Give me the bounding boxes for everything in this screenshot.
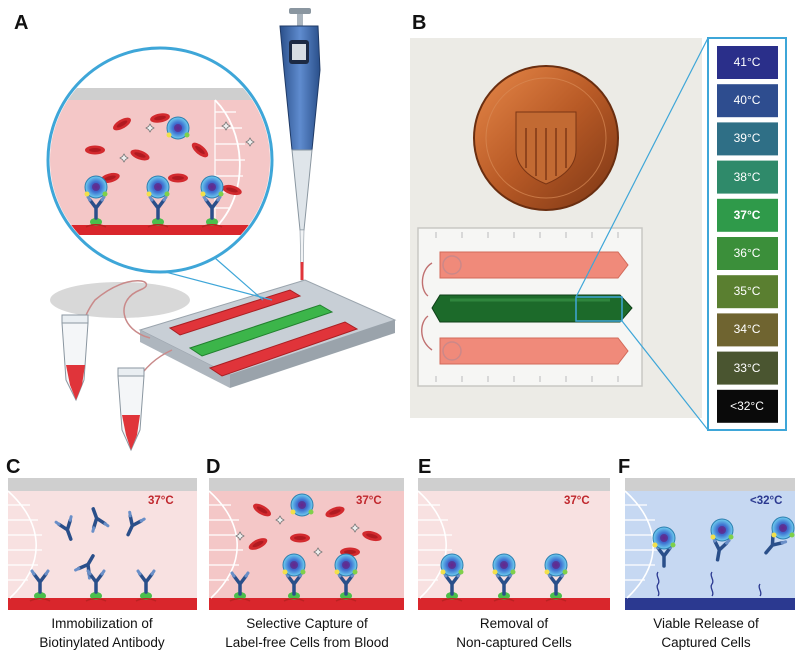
caption-c-line2: Biotinylated Antibody — [39, 635, 165, 650]
sample-tube-1 — [61, 314, 89, 402]
temp-label-f: <32°C — [750, 495, 783, 507]
channel-red-2 — [208, 321, 359, 377]
scale-swatch — [717, 84, 778, 118]
panel-letter-a: A — [14, 12, 29, 34]
caption-d-line1: Selective Capture of — [246, 616, 368, 631]
caption-d-line2: Label-free Cells from Blood — [225, 635, 389, 650]
panel-c — [7, 478, 197, 610]
scale-swatch — [717, 46, 778, 79]
temp-label-d: 37°C — [356, 495, 382, 507]
photo-channel-bottom — [439, 337, 629, 365]
scale-swatch-label: 39°C — [733, 131, 761, 146]
temp-label-c: 37°C — [148, 495, 174, 507]
scale-swatch — [717, 122, 778, 156]
panel-e — [417, 478, 610, 610]
panel-letter-e: E — [418, 456, 432, 478]
photo-channel-green — [431, 294, 633, 323]
scale-swatch-label: 37°C — [733, 207, 761, 222]
scale-swatch — [717, 351, 778, 385]
caption-f-line1: Viable Release of — [653, 616, 759, 631]
scale-swatch — [717, 237, 778, 270]
panel-letter-b: B — [412, 12, 427, 34]
caption-c: Immobilization of Biotinylated Antibody — [2, 614, 202, 652]
channel-red-1 — [168, 289, 302, 336]
scale-swatch-label: 36°C — [733, 246, 761, 260]
scale-swatch-label: 35°C — [733, 284, 761, 299]
scale-swatch-label: 41°C — [733, 55, 761, 69]
pipette — [279, 8, 321, 281]
caption-c-line1: Immobilization of — [51, 616, 153, 631]
panel-a — [46, 8, 397, 452]
caption-f-line2: Captured Cells — [661, 635, 751, 650]
scale-swatch-label: <32°C — [730, 398, 764, 413]
photo-channel-top — [439, 251, 629, 279]
temp-label-e: 37°C — [564, 495, 590, 507]
sample-tube-2 — [117, 367, 145, 452]
panel-letter-f: F — [618, 456, 631, 478]
scale-swatch — [717, 198, 778, 232]
caption-f: Viable Release of Captured Cells — [614, 614, 798, 652]
panel-letter-c: C — [6, 456, 21, 478]
caption-e-line2: Non-captured Cells — [456, 635, 572, 650]
channel-green — [188, 304, 334, 357]
panel-d — [208, 478, 404, 610]
scale-swatch-label: 33°C — [733, 360, 761, 375]
caption-e-line1: Removal of — [479, 616, 549, 631]
scale-swatch — [717, 275, 778, 309]
scale-swatch — [717, 389, 778, 423]
scale-swatch-label: 34°C — [733, 322, 761, 337]
scale-swatch-label: 40°C — [733, 93, 761, 108]
caption-e: Removal of Non-captured Cells — [414, 614, 614, 652]
panel-letter-d: D — [206, 456, 221, 478]
caption-d: Selective Capture of Label-free Cells fr… — [202, 614, 412, 652]
scale-swatch — [717, 313, 778, 347]
scale-swatch — [717, 160, 778, 194]
scale-swatch-label: 38°C — [733, 169, 761, 184]
panel-f — [624, 478, 795, 610]
